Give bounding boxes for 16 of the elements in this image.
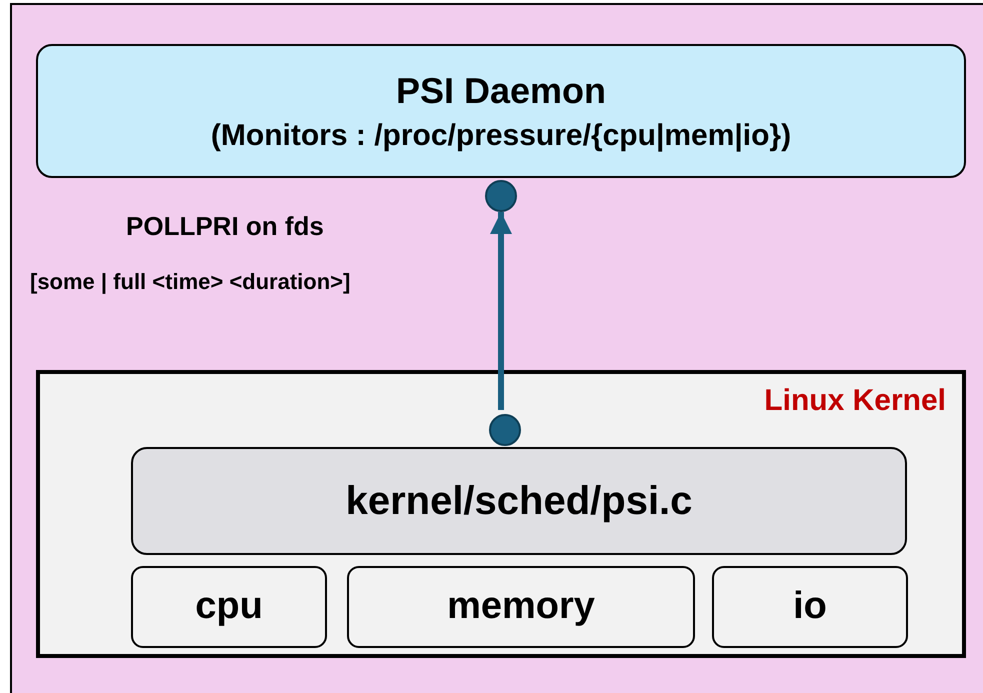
kernel-region	[36, 370, 966, 658]
region-title: Linux Kernel	[764, 383, 946, 419]
box-title: io	[793, 584, 827, 630]
process-box	[36, 44, 966, 178]
process-box	[347, 566, 695, 648]
box-title: PSI Daemon	[396, 68, 606, 113]
process-box	[131, 447, 907, 555]
box-title: kernel/sched/psi.c	[346, 478, 692, 525]
box-title: memory	[447, 584, 595, 630]
arrow	[490, 212, 512, 410]
annotation-text: [some | full <time> <duration>]	[30, 268, 350, 296]
box-title: cpu	[195, 584, 263, 630]
process-box	[131, 566, 327, 648]
process-box	[712, 566, 908, 648]
box-subtitle: (Monitors : /proc/pressure/{cpu|mem|io})	[210, 118, 792, 154]
annotation-text: POLLPRI on fds	[126, 210, 324, 242]
